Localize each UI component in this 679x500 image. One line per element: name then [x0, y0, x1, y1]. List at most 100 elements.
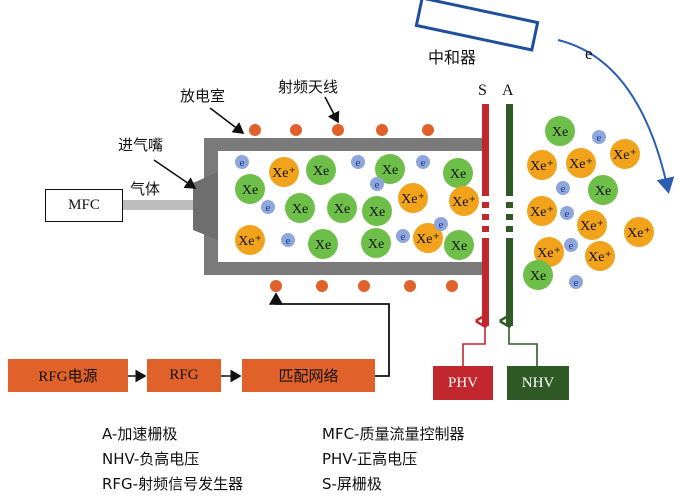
- svg-text:e: e: [286, 235, 291, 247]
- antenna-dot: [404, 280, 416, 292]
- electron-path-arrow: [557, 39, 675, 194]
- legend-item-a: A-加速栅极: [102, 425, 178, 443]
- phv-box: PHV: [433, 366, 493, 400]
- rfg-box: RFG: [147, 359, 221, 392]
- svg-text:Xe: Xe: [368, 237, 384, 252]
- svg-text:Xe: Xe: [451, 239, 467, 254]
- antenna-dot: [270, 280, 282, 292]
- inlet-pointer: [153, 159, 197, 189]
- xe-ion: Xe⁺: [527, 150, 557, 180]
- svg-text:Xe⁺: Xe⁺: [569, 157, 593, 172]
- nhv-feed: [509, 321, 538, 366]
- xe-ion: Xe⁺: [610, 139, 640, 169]
- svg-text:Xe⁺: Xe⁺: [580, 219, 604, 234]
- svg-text:e: e: [375, 179, 380, 191]
- electron-particle: e: [351, 155, 365, 169]
- phv-feed: [462, 321, 485, 366]
- electron-label: e: [585, 44, 593, 63]
- svg-text:e: e: [574, 277, 579, 289]
- xe-ion: Xe⁺: [585, 241, 615, 271]
- neutralizer-label: 中和器: [428, 48, 477, 67]
- xe-ion: Xe⁺: [577, 210, 607, 240]
- discharge-chamber-label: 放电室: [180, 87, 226, 105]
- xe-ion: Xe⁺: [269, 157, 299, 187]
- electron-particle: e: [556, 181, 570, 195]
- antenna-dot: [376, 124, 388, 136]
- svg-text:Xe: Xe: [369, 205, 385, 220]
- xe-ion: Xe⁺: [235, 225, 265, 255]
- svg-text:Xe⁺: Xe⁺: [627, 226, 651, 241]
- rf-antenna-label: 射频天线: [278, 78, 339, 96]
- svg-text:Xe: Xe: [242, 183, 258, 198]
- svg-text:e: e: [401, 231, 406, 243]
- rfg-power-box: RFG电源: [8, 359, 128, 392]
- xe-ion: Xe⁺: [449, 186, 479, 216]
- xe-ion: Xe⁺: [398, 183, 428, 213]
- legend-item-nhv: NHV-负高电压: [102, 450, 200, 468]
- svg-text:e: e: [266, 202, 271, 214]
- svg-text:Xe: Xe: [292, 202, 308, 217]
- nhv-box: NHV: [507, 366, 569, 400]
- accel-grid-label: A: [502, 82, 514, 99]
- svg-text:Xe⁺: Xe⁺: [530, 159, 554, 174]
- electron-particle: e: [592, 130, 606, 144]
- svg-text:Xe: Xe: [530, 269, 546, 284]
- legend-item-s: S-屏栅极: [322, 475, 382, 493]
- svg-text:e: e: [240, 157, 245, 169]
- gas-label: 气体: [130, 180, 161, 198]
- xe-atom: Xe: [588, 175, 618, 205]
- matching-network-box: 匹配网络: [242, 359, 375, 392]
- svg-text:Xe⁺: Xe⁺: [272, 166, 296, 181]
- electron-particle: e: [560, 206, 574, 220]
- discharge-chamber: [193, 138, 486, 275]
- xe-atom: Xe: [285, 193, 315, 223]
- svg-text:Xe⁺: Xe⁺: [416, 232, 440, 247]
- xe-ion: Xe⁺: [566, 148, 596, 178]
- antenna-dot: [316, 280, 328, 292]
- accel-grid: [506, 104, 513, 326]
- svg-text:Xe: Xe: [595, 184, 611, 199]
- svg-text:e: e: [565, 208, 570, 220]
- xe-ion: Xe⁺: [413, 223, 443, 253]
- svg-text:Xe: Xe: [313, 164, 329, 179]
- svg-text:Xe⁺: Xe⁺: [238, 234, 262, 249]
- xe-atom: Xe: [545, 116, 575, 146]
- svg-text:e: e: [597, 132, 602, 144]
- xe-ion: Xe⁺: [534, 237, 564, 267]
- svg-text:Xe: Xe: [552, 125, 568, 140]
- antenna-dot: [290, 124, 302, 136]
- xe-ion: Xe⁺: [527, 196, 557, 226]
- xe-atom: Xe: [523, 260, 553, 290]
- electron-particle: e: [434, 217, 448, 231]
- xe-atom: Xe: [327, 193, 357, 223]
- neutralizer-box: [414, 0, 540, 52]
- gas-feed-pipe: [123, 200, 193, 210]
- xe-atom: Xe: [306, 155, 336, 185]
- rf-antenna: [249, 124, 458, 292]
- legend-item-rfg: RFG-射频信号发生器: [102, 475, 244, 493]
- svg-text:Xe⁺: Xe⁺: [452, 195, 476, 210]
- electron-particle: e: [370, 177, 384, 191]
- xe-atom: Xe: [235, 174, 265, 204]
- antenna-dot: [422, 124, 434, 136]
- antenna-dot: [249, 124, 261, 136]
- xe-atom: Xe: [444, 230, 474, 260]
- antenna-dot: [358, 280, 370, 292]
- xe-atom: Xe: [361, 228, 391, 258]
- svg-text:Xe⁺: Xe⁺: [401, 192, 425, 207]
- xe-ion: Xe⁺: [624, 217, 654, 247]
- svg-text:Xe: Xe: [450, 167, 466, 182]
- electron-particle: e: [569, 275, 583, 289]
- xe-atom: Xe: [375, 154, 405, 184]
- electron-particle: e: [564, 238, 578, 252]
- svg-text:e: e: [356, 157, 361, 169]
- gas-inlet-nozzle: [193, 172, 218, 240]
- svg-text:e: e: [421, 157, 426, 169]
- legend-item-mfc: MFC-质量流量控制器: [322, 425, 465, 443]
- chamber-pointer: [209, 107, 245, 134]
- xe-atom: Xe: [443, 158, 473, 188]
- svg-text:Xe: Xe: [334, 202, 350, 217]
- svg-text:e: e: [569, 240, 574, 252]
